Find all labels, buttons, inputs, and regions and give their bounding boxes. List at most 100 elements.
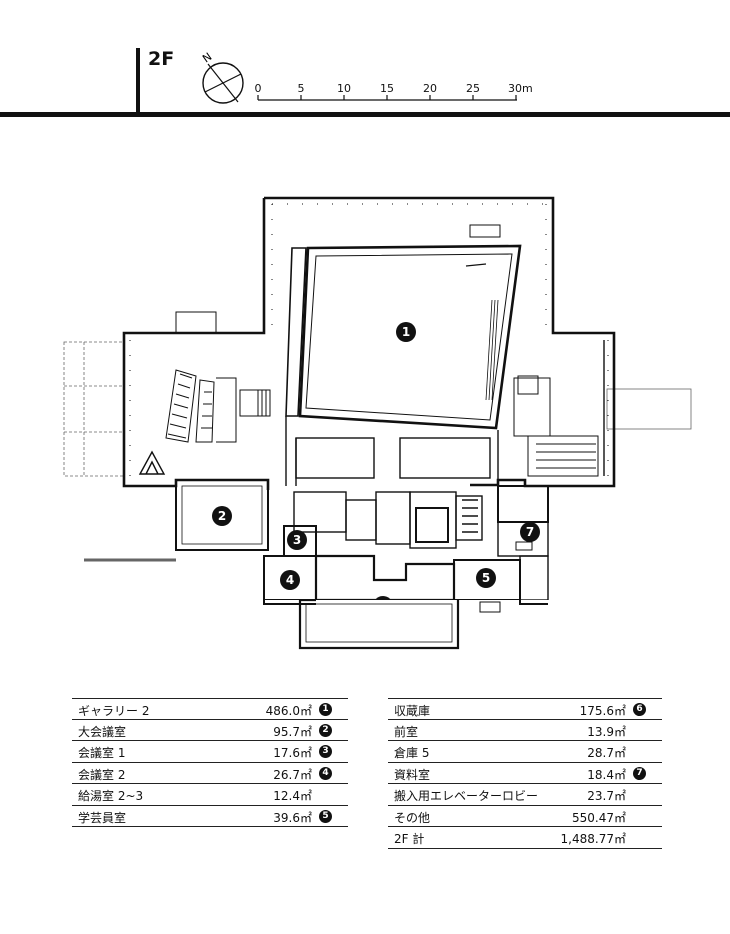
room-marker-4 <box>280 570 300 590</box>
gallery-inner <box>305 253 513 421</box>
table-row: 前室 13.9㎡ <box>388 720 662 741</box>
room-name: 収蔵庫 <box>394 704 431 718</box>
area-table-left: ギャラリー 2 486.0㎡ 1 大会議室 95.7㎡ 2 会議室 1 17.6㎡ 3 会議室 2… <box>72 698 348 827</box>
left-wing-arch-icon <box>138 450 166 475</box>
room-name: 倉庫 5 <box>394 746 430 760</box>
gallery-line <box>465 263 487 267</box>
right-wing-wall <box>553 332 615 486</box>
floor-plan: 1 2 3 4 5 6 7 <box>63 196 692 600</box>
room-marker-label: 6 <box>379 599 387 600</box>
room-marker-badge: 6 <box>633 703 646 716</box>
stepped-seating <box>165 369 271 443</box>
header-rule <box>0 112 730 117</box>
north-arrow-icon: N <box>200 50 244 104</box>
left-canopy <box>63 341 125 477</box>
room-large-meeting <box>175 479 269 551</box>
room-marker-badge: 5 <box>319 809 332 823</box>
table-row: 会議室 2 26.7㎡ 4 <box>72 763 348 784</box>
floor-plan-lower <box>263 600 548 650</box>
room-name: 大会議室 <box>78 724 127 739</box>
room-name: 会議室 2 <box>78 767 126 782</box>
building-outline <box>122 196 616 490</box>
table-row: 会議室 1 17.6㎡ 3 <box>72 741 348 763</box>
room-marker-label: 4 <box>286 573 294 587</box>
room-archive <box>497 485 549 523</box>
room-markers: 1 2 3 4 5 6 7 <box>212 322 540 600</box>
room-area: 175.6㎡ <box>579 704 626 718</box>
header-graphics: N 0 5 10 15 20 25 30m <box>0 48 730 117</box>
room-name: 会議室 1 <box>78 746 126 760</box>
room-marker-label: 5 <box>482 571 490 585</box>
room-marker-badge: 2 <box>319 723 332 737</box>
gallery-walls <box>298 244 522 430</box>
room-marker-badge: 4 <box>319 766 332 780</box>
gallery-left-strip <box>285 247 307 417</box>
room-marker-2 <box>212 506 232 526</box>
room-area: 28.7㎡ <box>587 746 626 760</box>
room-name: 搬入用エレベーターロビー <box>394 789 539 803</box>
room-marker-label: 7 <box>526 525 534 539</box>
floor-label: 2F <box>148 48 175 70</box>
room-marker-badge: 3 <box>319 745 332 758</box>
room-area: 17.6㎡ <box>273 746 312 760</box>
room-area: 1,488.77㎡ <box>560 832 626 846</box>
lower-corridor <box>285 416 499 486</box>
scale-tick-label: 30m <box>508 82 533 95</box>
room-name: 2F 計 <box>394 832 425 846</box>
scale-bar: 0 5 10 15 20 25 30m <box>255 82 533 101</box>
room-area: 26.7㎡ <box>273 767 312 782</box>
scale-tick-label: 10 <box>337 82 351 95</box>
table-row: 倉庫 5 28.7㎡ <box>388 741 662 763</box>
room-marker-label: 2 <box>218 509 226 523</box>
room-area: 39.6㎡ <box>273 810 312 825</box>
room-storage <box>314 554 456 600</box>
room-marker-1 <box>396 322 416 342</box>
table-row: 資料室 18.4㎡ 7 <box>388 763 662 784</box>
top-right-bump <box>469 224 501 238</box>
table-row: 学芸員室 39.6㎡ 5 <box>72 806 348 827</box>
room-name: 資料室 <box>394 767 431 782</box>
room-marker-3 <box>287 530 307 550</box>
table-row: 給湯室 2~3 12.4㎡ <box>72 784 348 806</box>
room-name: 給湯室 2~3 <box>78 789 144 803</box>
room-marker-label: 1 <box>402 325 410 339</box>
perimeter-posts <box>129 203 609 476</box>
scale-tick-label: 15 <box>380 82 394 95</box>
scale-tick-label: 25 <box>466 82 480 95</box>
right-wing-stairs <box>513 375 599 477</box>
room-name: ギャラリー 2 <box>78 704 150 718</box>
room-name: 学芸員室 <box>78 810 127 825</box>
room-marker-7 <box>520 522 540 542</box>
scale-tick-label: 5 <box>298 82 305 95</box>
top-left-bump <box>175 311 217 334</box>
service-core <box>293 491 483 549</box>
room-marker-badge: 7 <box>633 766 646 780</box>
table-row: その他 550.47㎡ <box>388 806 662 827</box>
room-area: 550.47㎡ <box>572 810 626 825</box>
room-area: 486.0㎡ <box>265 704 312 718</box>
room-name: 前室 <box>394 724 419 739</box>
gallery-rail <box>485 299 499 401</box>
table-row: ギャラリー 2 486.0㎡ 1 <box>72 698 348 720</box>
scale-tick-label: 20 <box>423 82 437 95</box>
room-area: 23.7㎡ <box>587 789 626 803</box>
right-canopy <box>606 388 692 430</box>
room-marker-label: 3 <box>293 533 301 547</box>
north-label: N <box>200 50 214 65</box>
room-marker-badge: 1 <box>319 703 332 716</box>
room-area: 12.4㎡ <box>273 789 312 803</box>
header-vertical-bar <box>136 48 140 114</box>
scale-tick-label: 0 <box>255 82 262 95</box>
table-row: 大会議室 95.7㎡ 2 <box>72 720 348 741</box>
room-marker-6 <box>375 596 391 600</box>
table-row: 収蔵庫 175.6㎡ 6 <box>388 698 662 720</box>
room-area: 13.9㎡ <box>587 724 626 739</box>
room-marker-5 <box>476 568 496 588</box>
room-area: 18.4㎡ <box>587 767 626 782</box>
table-row: 2F 計 1,488.77㎡ <box>388 827 662 849</box>
storage-lower-walls <box>298 600 460 650</box>
room-name: その他 <box>394 810 431 825</box>
table-row: 搬入用エレベーターロビー 23.7㎡ <box>388 784 662 806</box>
room-area: 95.7㎡ <box>273 724 312 739</box>
